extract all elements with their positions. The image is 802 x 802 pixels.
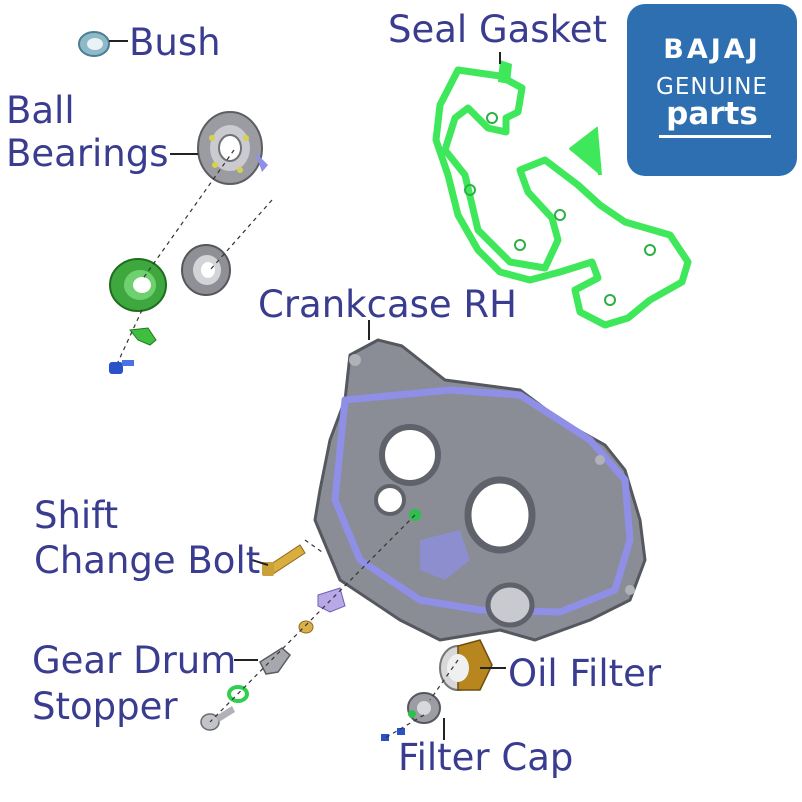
logo-underline — [659, 135, 771, 138]
label-crankcase-rh: Crankcase RH — [258, 283, 517, 326]
label-seal-gasket: Seal Gasket — [388, 8, 607, 51]
oil-seal-part — [109, 258, 167, 312]
gear-drum-stopper-part — [259, 647, 292, 675]
label-filter-cap: Filter Cap — [398, 736, 574, 779]
ball-bearing-large-part — [197, 111, 268, 185]
bush-part — [78, 31, 110, 57]
o-ring-part — [227, 685, 249, 703]
label-gear-drum-line2: Stopper — [32, 685, 178, 728]
crankcase-rh-part — [313, 338, 647, 642]
seal-gasket-part — [432, 60, 692, 329]
label-gear-drum-line1: Gear Drum — [32, 639, 237, 682]
logo-genuine: GENUINE — [656, 74, 768, 100]
shift-change-bolt-part — [262, 544, 306, 576]
logo-brand: BAJAJ — [663, 34, 761, 65]
assembly-lines — [117, 149, 459, 739]
filter-cap-part — [381, 692, 441, 741]
label-bush: Bush — [129, 21, 221, 64]
label-shift-line2: Change Bolt — [34, 539, 261, 582]
stopper-bolt-part — [200, 706, 235, 731]
blue-bolt-part — [109, 360, 134, 374]
label-oil-filter: Oil Filter — [508, 652, 662, 695]
ball-bearing-small-part — [181, 244, 231, 296]
label-shift-line1: Shift — [34, 494, 119, 537]
label-ball-bearings-line1: Ball — [6, 89, 75, 132]
logo-parts: parts — [666, 96, 758, 132]
washer-part — [298, 620, 314, 634]
oil-filter-part — [439, 639, 493, 691]
leader-lines — [109, 40, 506, 740]
bajaj-genuine-parts-logo: BAJAJ GENUINE parts — [627, 4, 797, 176]
label-ball-bearings-line2: Bearings — [6, 132, 169, 175]
bracket-part — [129, 327, 157, 346]
